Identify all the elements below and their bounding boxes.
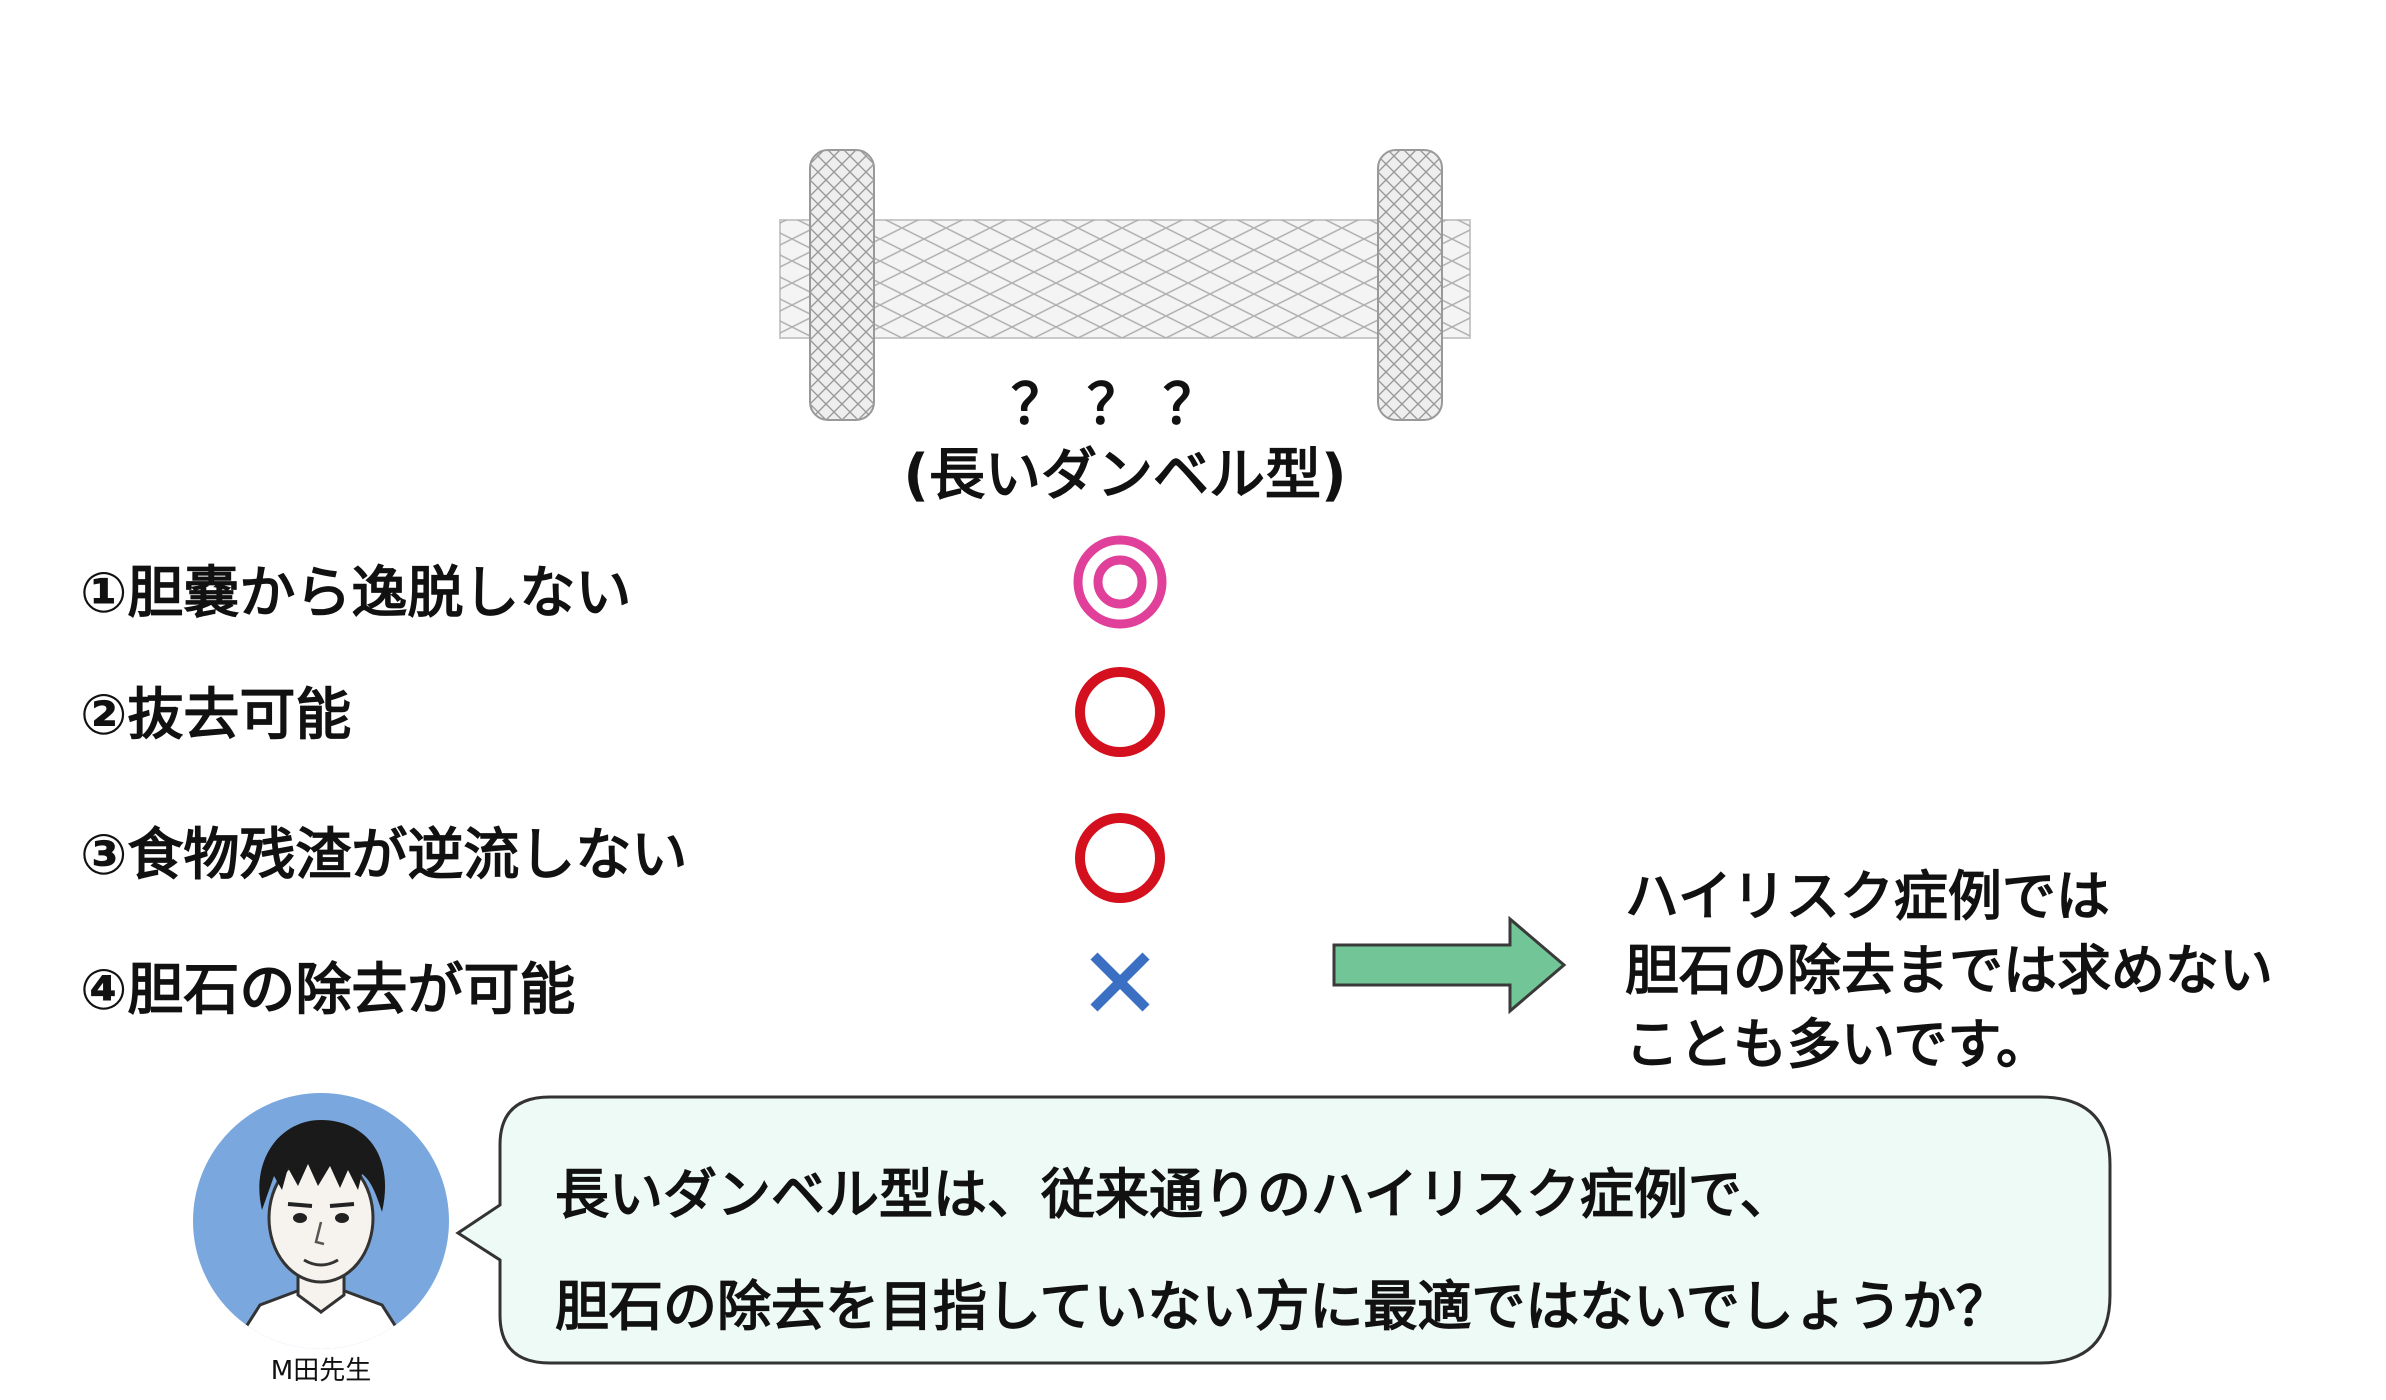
speech-line: 長いダンベル型は、従来通りのハイリスク症例で、 xyxy=(555,1163,1794,1226)
side-note-line: ハイリスク症例では xyxy=(1625,865,2110,928)
speaker-name: M田先生 xyxy=(270,1356,372,1386)
stent-unknown-label: ？？？ xyxy=(1011,373,1239,438)
dumbbell-stent-illustration xyxy=(779,149,1471,421)
side-note: ハイリスク症例では 胆石の除去までは求めない ことも多いです。 xyxy=(1625,860,2273,1082)
side-note-line: 胆石の除去までは求めない xyxy=(1625,939,2273,1002)
stent-type-label: (長いダンベル型) xyxy=(903,443,1347,508)
double-circle-icon xyxy=(1073,535,1167,629)
cross-icon xyxy=(1090,952,1150,1012)
criterion-no-migration: ①胆嚢から逸脱しない xyxy=(80,561,632,626)
speech-bubble xyxy=(455,1095,2112,1365)
doctor-avatar xyxy=(193,1093,449,1349)
criterion-stone-removal: ④胆石の除去が可能 xyxy=(80,958,576,1023)
side-note-line: ことも多いです。 xyxy=(1625,1013,2050,1076)
circle-icon xyxy=(1075,667,1165,757)
speech-line: 胆石の除去を目指していない方に最適ではないでしょうか？ xyxy=(555,1275,2010,1338)
right-arrow-icon xyxy=(1332,915,1567,1015)
criterion-removable: ②抜去可能 xyxy=(80,683,352,748)
circle-icon xyxy=(1075,813,1165,903)
criterion-no-food-reflux: ③食物残渣が逆流しない xyxy=(80,823,688,888)
